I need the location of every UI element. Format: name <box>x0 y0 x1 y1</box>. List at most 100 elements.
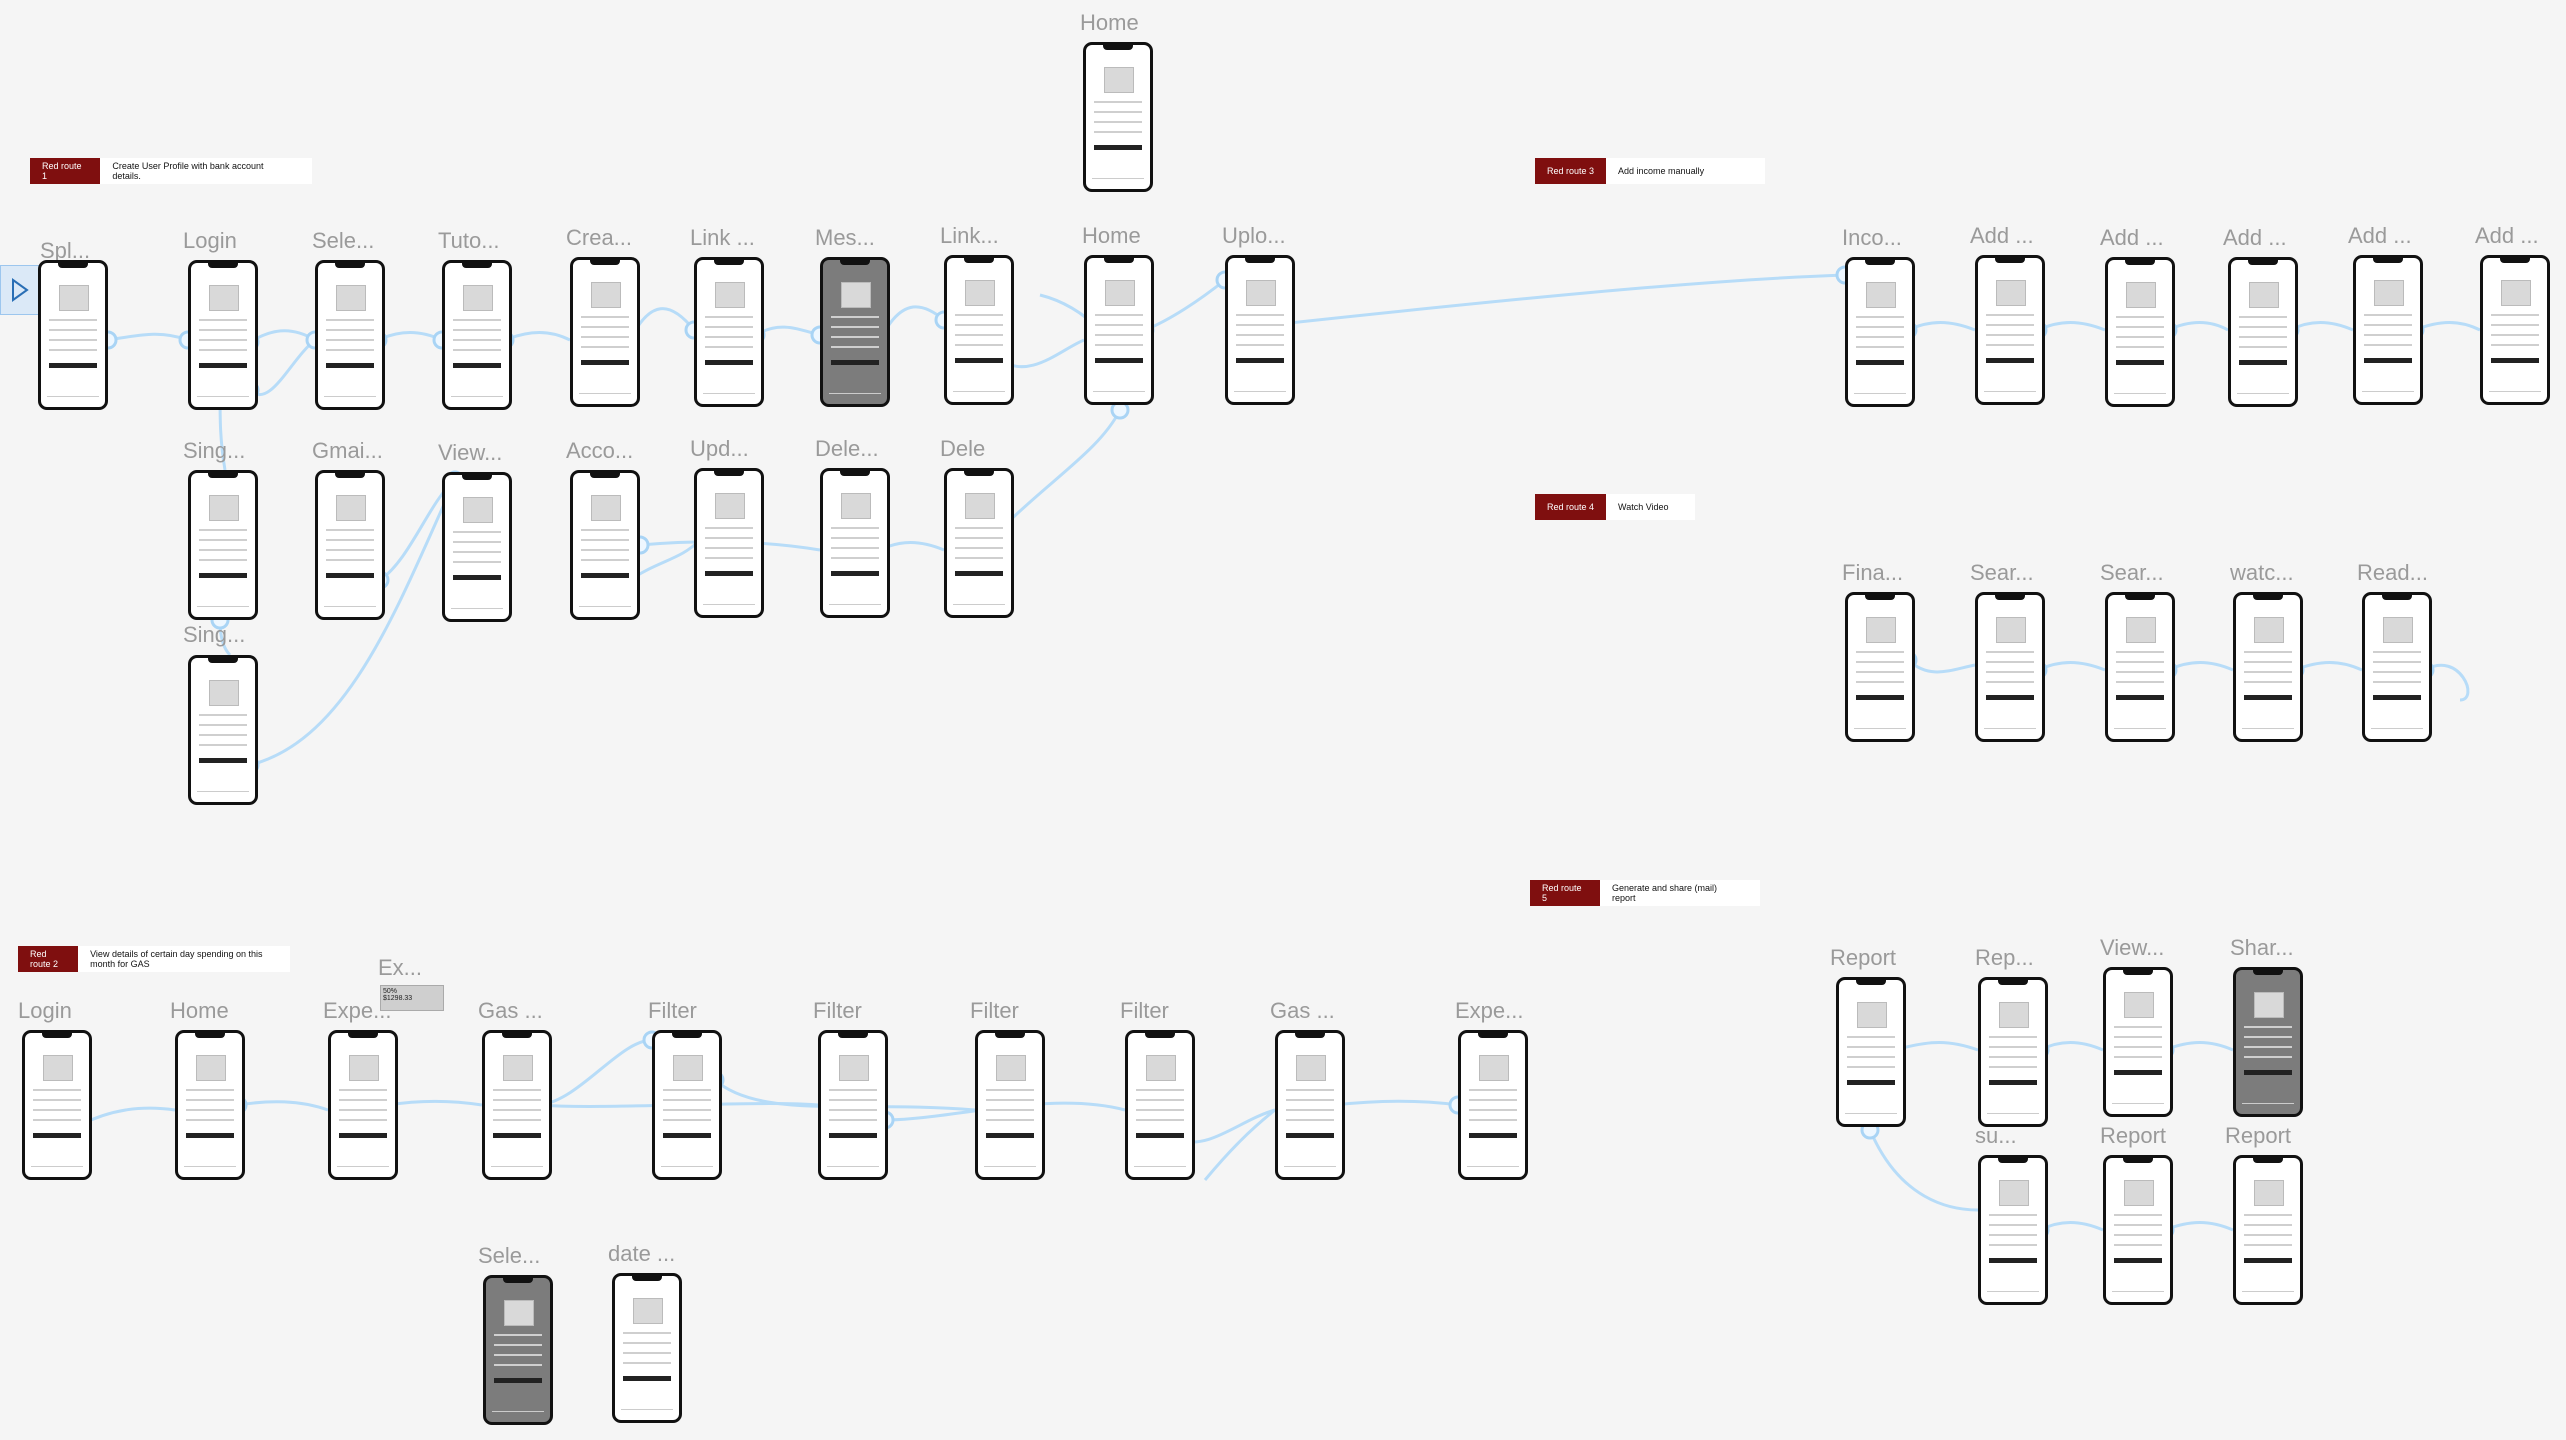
phone-frame[interactable] <box>612 1273 682 1423</box>
phone-frame[interactable] <box>2105 592 2175 742</box>
frame-label[interactable]: Home <box>1080 10 1139 35</box>
frame-label[interactable]: Add ... <box>2475 223 2539 248</box>
frame-label[interactable]: Sing... <box>183 438 246 463</box>
frame-label[interactable]: Spl... <box>40 238 91 263</box>
frame-label[interactable]: Filter <box>970 998 1019 1023</box>
frame-label[interactable]: Login <box>183 228 237 253</box>
phone-frame[interactable] <box>2233 592 2303 742</box>
frame-label[interactable]: Gas ... <box>478 998 543 1023</box>
phone-frame[interactable] <box>1225 255 1295 405</box>
phone-frame[interactable] <box>2362 592 2432 742</box>
frame-label[interactable]: View... <box>438 440 503 465</box>
phone-frame[interactable] <box>315 470 385 620</box>
phone-frame[interactable] <box>1978 1155 2048 1305</box>
frame-label[interactable]: Filter <box>648 998 697 1023</box>
phone-frame[interactable] <box>570 470 640 620</box>
phone-frame[interactable] <box>188 260 258 410</box>
phone-frame[interactable] <box>328 1030 398 1180</box>
frame-label[interactable]: Tuto... <box>438 228 500 253</box>
phone-frame[interactable] <box>483 1275 553 1425</box>
phone-frame[interactable] <box>975 1030 1045 1180</box>
frame-label[interactable]: Gmai... <box>312 438 383 463</box>
phone-frame[interactable] <box>2233 967 2303 1117</box>
phone-frame[interactable] <box>22 1030 92 1180</box>
phone-frame[interactable] <box>1975 255 2045 405</box>
frame-label[interactable]: Report <box>2100 1123 2167 1148</box>
frame-label[interactable]: Uplo... <box>1222 223 1286 248</box>
phone-frame[interactable] <box>1978 977 2048 1127</box>
frame-label[interactable]: Ex... <box>378 955 423 980</box>
frame-label[interactable]: Report <box>1830 945 1897 970</box>
phone-frame[interactable] <box>2105 257 2175 407</box>
frame-label[interactable]: Filter <box>813 998 862 1023</box>
phone-frame[interactable] <box>1845 257 1915 407</box>
frame-label[interactable]: Sear... <box>1970 560 2034 585</box>
phone-frame[interactable] <box>2228 257 2298 407</box>
phone-frame[interactable] <box>944 468 1014 618</box>
frame-label[interactable]: Filter <box>1120 998 1169 1023</box>
frame-label[interactable]: Add ... <box>1970 223 2034 248</box>
frame-label[interactable]: View... <box>2100 935 2165 960</box>
phone-frame[interactable] <box>442 472 512 622</box>
frame-label[interactable]: Mes... <box>815 225 875 250</box>
frame-label[interactable]: Home <box>170 998 229 1023</box>
frame-label[interactable]: Crea... <box>566 225 633 250</box>
frame-label[interactable]: watc... <box>2230 560 2294 585</box>
frame-label[interactable]: Link ... <box>690 225 755 250</box>
phone-frame[interactable] <box>188 655 258 805</box>
phone-frame[interactable] <box>570 257 640 407</box>
phone-frame[interactable] <box>1083 42 1153 192</box>
frame-label[interactable]: Dele <box>940 436 986 461</box>
frame-label[interactable]: Add ... <box>2223 225 2287 250</box>
phone-frame[interactable] <box>1275 1030 1345 1180</box>
floating-expense-card[interactable]: 50% $1298.33 <box>380 985 444 1011</box>
phone-frame[interactable] <box>2233 1155 2303 1305</box>
phone-frame[interactable] <box>188 470 258 620</box>
frame-label[interactable]: Report <box>2225 1123 2292 1148</box>
frame-label[interactable]: Inco... <box>1842 225 1902 250</box>
play-prototype-button[interactable] <box>0 265 40 315</box>
phone-frame[interactable] <box>820 257 890 407</box>
phone-frame[interactable] <box>820 468 890 618</box>
frame-label[interactable]: Shar... <box>2230 935 2294 960</box>
phone-frame[interactable] <box>442 260 512 410</box>
frame-label[interactable]: Home <box>1082 223 1141 248</box>
phone-frame[interactable] <box>1836 977 1906 1127</box>
phone-frame[interactable] <box>1845 592 1915 742</box>
frame-label[interactable]: Dele... <box>815 436 879 461</box>
phone-frame[interactable] <box>2103 967 2173 1117</box>
phone-frame[interactable] <box>2353 255 2423 405</box>
phone-frame[interactable] <box>175 1030 245 1180</box>
frame-label[interactable]: Login <box>18 998 72 1023</box>
frame-label[interactable]: Sear... <box>2100 560 2164 585</box>
frame-label[interactable]: Sing... <box>183 622 246 647</box>
phone-frame[interactable] <box>694 468 764 618</box>
frame-label[interactable]: Add ... <box>2348 223 2412 248</box>
phone-frame[interactable] <box>38 260 108 410</box>
phone-frame[interactable] <box>1125 1030 1195 1180</box>
frame-label[interactable]: Expe... <box>1455 998 1524 1023</box>
frame-label[interactable]: Rep... <box>1975 945 2034 970</box>
phone-frame[interactable] <box>818 1030 888 1180</box>
frame-label[interactable]: Fina... <box>1842 560 1904 585</box>
phone-frame[interactable] <box>482 1030 552 1180</box>
frame-label[interactable]: date ... <box>608 1241 676 1266</box>
frame-label[interactable]: Add ... <box>2100 225 2164 250</box>
phone-frame[interactable] <box>1975 592 2045 742</box>
phone-frame[interactable] <box>1084 255 1154 405</box>
frame-label[interactable]: Sele... <box>478 1243 541 1268</box>
frame-label[interactable]: Gas ... <box>1270 998 1335 1023</box>
frame-label[interactable]: Acco... <box>566 438 634 463</box>
frame-label[interactable]: su... <box>1975 1123 2017 1148</box>
phone-frame[interactable] <box>2103 1155 2173 1305</box>
phone-frame[interactable] <box>652 1030 722 1180</box>
phone-frame[interactable] <box>2480 255 2550 405</box>
phone-frame[interactable] <box>694 257 764 407</box>
phone-frame[interactable] <box>944 255 1014 405</box>
phone-frame[interactable] <box>315 260 385 410</box>
frame-label[interactable]: Upd... <box>690 436 749 461</box>
phone-frame[interactable] <box>1458 1030 1528 1180</box>
frame-label[interactable]: Sele... <box>312 228 375 253</box>
frame-label[interactable]: Link... <box>940 223 999 248</box>
frame-label[interactable]: Read... <box>2357 560 2428 585</box>
